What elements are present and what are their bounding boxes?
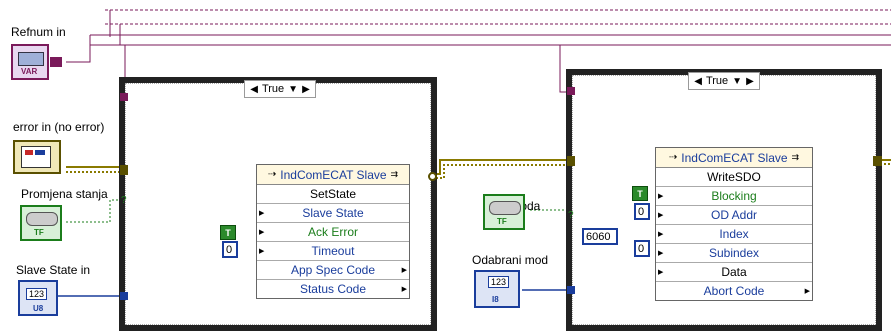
node-2-row-blocking[interactable]: ▶ Blocking xyxy=(656,187,812,206)
odabrani-mod-label: Odabrani mod xyxy=(472,253,549,267)
upis-moda-terminal[interactable]: TF xyxy=(483,194,525,230)
node-2-row-data[interactable]: ▶ Data xyxy=(656,263,812,282)
node-1-row-status-code-label: Status Code xyxy=(299,282,367,296)
input-arrow-icon: ▶ xyxy=(658,231,664,238)
input-arrow-icon: ▶ xyxy=(658,269,664,276)
case-2-error-tunnel-out xyxy=(873,156,882,166)
node-1-header: ⇢ IndComECAT Slave ⇉ xyxy=(257,165,409,185)
case-1-error-tunnel-in xyxy=(120,165,128,175)
toggle-switch-icon xyxy=(26,212,58,226)
node-2-method: WriteSDO xyxy=(656,168,812,187)
case-2-prev-icon[interactable]: ◀ xyxy=(694,75,702,87)
node-1-row-ack-error[interactable]: ▶ Ack Error xyxy=(257,223,409,242)
slave-state-in-tag: U8 xyxy=(33,304,44,313)
case-2-selector-label: True xyxy=(705,75,729,87)
input-arrow-icon: ▶ xyxy=(259,229,265,236)
node-2-method-arrow-icon: ⇢ xyxy=(668,152,678,163)
ack-error-true-constant[interactable]: T xyxy=(220,225,236,240)
odabrani-mod-tag: I8 xyxy=(492,295,499,304)
case-1-dropdown-icon[interactable]: ▼ xyxy=(288,83,299,95)
od-addr-constant[interactable]: 0 xyxy=(634,203,650,220)
node-2-row-od-addr-label: OD Addr xyxy=(710,208,758,222)
node-2-row-blocking-label: Blocking xyxy=(711,189,757,203)
node-1-row-app-spec-code-label: App Spec Code xyxy=(290,263,376,277)
output-arrow-icon: ▶ xyxy=(804,288,810,295)
case-1-selector[interactable]: ◀ True ▼ ▶ xyxy=(244,80,316,98)
node-1-row-timeout-label: Timeout xyxy=(311,244,355,258)
node-2-row-subindex-label: Subindex xyxy=(708,246,760,260)
refnum-icon xyxy=(18,52,44,66)
node-1-row-slave-state-label: Slave State xyxy=(302,206,364,220)
case-2-dropdown-icon[interactable]: ▼ xyxy=(732,75,743,87)
refnum-in-tag: VAR xyxy=(21,67,38,76)
promjena-stanja-terminal[interactable]: TF xyxy=(20,205,62,241)
node-2-refnum-out-icon: ⇉ xyxy=(791,152,800,162)
case-2-numeric-tunnel xyxy=(567,286,575,294)
error-status-icon xyxy=(25,150,33,155)
output-arrow-icon: ▶ xyxy=(401,267,407,274)
node-1-row-ack-error-label: Ack Error xyxy=(307,225,358,239)
node-1-row-status-code[interactable]: Status Code ▶ xyxy=(257,280,409,298)
node-1-method: SetState xyxy=(257,185,409,204)
node-2-row-data-label: Data xyxy=(721,265,747,279)
case-1-next-icon[interactable]: ▶ xyxy=(302,83,310,95)
node-2-row-abort-code-label: Abort Code xyxy=(703,284,765,298)
node-2-header: ⇢ IndComECAT Slave ⇉ xyxy=(656,148,812,168)
output-arrow-icon: ▶ xyxy=(401,286,407,293)
input-arrow-icon: ▶ xyxy=(259,210,265,217)
node-1-row-slave-state[interactable]: ▶ Slave State xyxy=(257,204,409,223)
case-2-refnum-tunnel xyxy=(567,87,575,95)
node-2-row-subindex[interactable]: ▶ Subindex xyxy=(656,244,812,263)
case-1-prev-icon[interactable]: ◀ xyxy=(250,83,258,95)
case-1-error-tunnel-out xyxy=(428,172,437,181)
node-1-title: IndComECAT Slave xyxy=(280,167,387,182)
promjena-stanja-label: Promjena stanja xyxy=(21,187,108,201)
case-1-numeric-tunnel xyxy=(120,292,128,300)
case-1-selector-label: True xyxy=(261,83,285,95)
slave-state-in-label: Slave State in xyxy=(16,263,91,277)
node-1-method-arrow-icon: ⇢ xyxy=(267,169,277,180)
blocking-true-constant[interactable]: T xyxy=(632,186,648,201)
subindex-constant[interactable]: 0 xyxy=(634,240,650,257)
error-in-label: error in (no error) xyxy=(13,120,105,134)
indcomecat-slave-node-1[interactable]: ⇢ IndComECAT Slave ⇉ SetState ▶ Slave Sta… xyxy=(256,164,410,299)
refnum-wire-bundle xyxy=(66,9,891,171)
error-in-terminal[interactable] xyxy=(13,140,61,174)
node-2-row-index-label: Index xyxy=(719,227,749,241)
upis-moda-tag: TF xyxy=(497,217,507,226)
input-arrow-icon: ▶ xyxy=(658,193,664,200)
input-arrow-icon: ▶ xyxy=(658,212,664,219)
timeout-constant[interactable]: 0 xyxy=(222,241,238,258)
indcomecat-slave-node-2[interactable]: ⇢ IndComECAT Slave ⇉ WriteSDO ▶Blocking … xyxy=(655,147,813,301)
promjena-stanja-tag: TF xyxy=(34,228,44,237)
case-2-next-icon[interactable]: ▶ xyxy=(746,75,754,87)
index-constant[interactable]: 6060 xyxy=(582,228,618,245)
refnum-in-label: Refnum in xyxy=(11,25,66,39)
error-code-icon xyxy=(35,150,45,155)
input-arrow-icon: ▶ xyxy=(658,250,664,257)
question-mark-1: ? xyxy=(121,195,127,206)
node-2-row-index[interactable]: ▶ Index xyxy=(656,225,812,244)
case-1-refnum-tunnel xyxy=(120,93,128,101)
input-arrow-icon: ▶ xyxy=(259,248,265,255)
node-2-row-od-addr[interactable]: ▶ OD Addr xyxy=(656,206,812,225)
refnum-out-arrow-icon xyxy=(50,57,62,67)
odabrani-mod-terminal[interactable]: 123 I8 xyxy=(474,270,520,308)
toggle-switch-icon xyxy=(489,201,521,215)
node-1-row-app-spec-code[interactable]: App Spec Code ▶ xyxy=(257,261,409,280)
slave-state-in-terminal[interactable]: 123 U8 xyxy=(18,280,58,316)
node-2-row-abort-code[interactable]: Abort Code ▶ xyxy=(656,282,812,300)
node-2-title: IndComECAT Slave xyxy=(681,150,788,165)
case-2-error-tunnel-in xyxy=(567,156,575,166)
refnum-in-terminal[interactable]: VAR xyxy=(11,44,49,80)
node-1-refnum-out-icon: ⇉ xyxy=(390,169,399,179)
case-2-selector[interactable]: ◀ True ▼ ▶ xyxy=(688,72,760,90)
question-mark-2: ? xyxy=(568,210,574,221)
node-1-row-timeout[interactable]: ▶ Timeout xyxy=(257,242,409,261)
odabrani-mod-value: 123 xyxy=(488,276,510,288)
slave-state-in-value: 123 xyxy=(26,288,48,300)
